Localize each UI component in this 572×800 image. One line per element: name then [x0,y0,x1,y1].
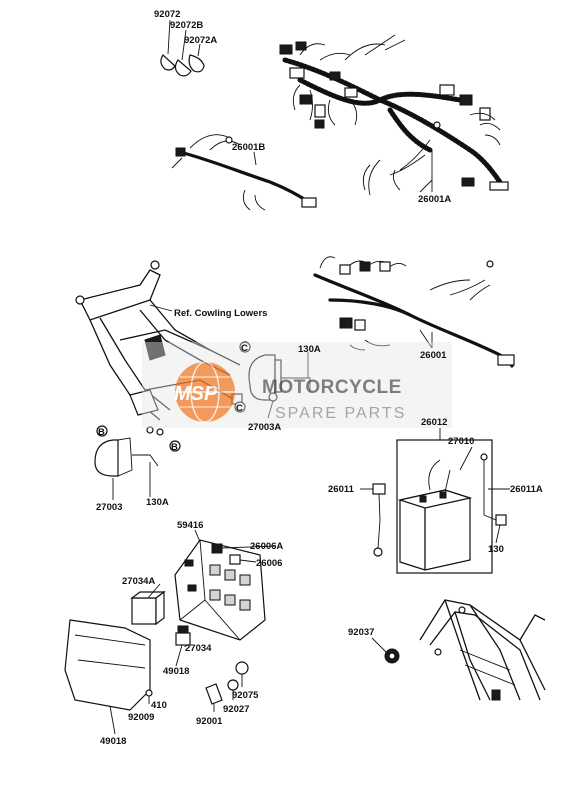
marker-C-lower: C [236,403,243,414]
label-26011: 26011 [328,484,355,495]
horn-27003A [248,354,311,419]
marker-B-left: B [98,427,105,438]
label-27034A: 27034A [122,576,155,587]
label-410: 410 [151,700,167,711]
label-92072A: 92072A [184,35,217,46]
label-27034: 27034 [185,643,212,654]
label-92072B: 92072B [170,20,203,31]
label-ref-cowling-lowers: Ref. Cowling Lowers [174,308,267,319]
label-26011A: 26011A [510,484,543,495]
label-26001: 26001 [420,350,447,361]
cap-set-92072 [160,19,205,77]
label-92009: 92009 [128,712,154,723]
marker-C-upper: C [241,343,248,354]
watermark-subtitle: SPARE PARTS [275,405,406,422]
label-27003: 27003 [96,502,122,513]
battery-cable-26011A [480,453,507,526]
label-27010: 27010 [448,436,474,447]
label-130A-upper: 130A [298,344,321,355]
frame-92037-area [384,599,546,701]
marker-B-right: B [171,442,178,453]
watermark-logo: MSP [174,383,218,405]
sub-harness-26001B [171,134,317,211]
label-49018-mid: 49018 [163,666,189,677]
horn-27003 [94,437,159,495]
relay-27034 [175,625,191,646]
label-26012: 26012 [421,417,447,428]
label-26001B: 26001B [232,142,265,153]
label-92027: 92027 [223,704,249,715]
watermark-title: MOTORCYCLE [262,377,402,398]
label-26006A: 26006A [250,541,283,552]
watermark: MSP MOTORCYCLE SPARE PARTS [142,342,452,428]
label-130A-lower: 130A [146,497,169,508]
label-59416: 59416 [177,520,203,531]
main-harness-26001A [279,34,509,196]
label-92072: 92072 [154,9,180,20]
label-26006: 26006 [256,558,282,569]
small-parts-92075-92027-92001 [205,661,249,712]
label-49018-bottom: 49018 [100,736,126,747]
label-92001: 92001 [196,716,223,727]
label-26001A: 26001A [418,194,451,205]
relay-27034A [130,590,166,626]
marker-circles [96,341,251,452]
battery-cable-26011 [372,483,386,557]
cover-49018 [64,619,153,711]
label-92037: 92037 [348,627,374,638]
battery-27010 [397,459,473,571]
sub-harness-26001 [313,256,515,368]
label-92075: 92075 [232,690,259,701]
battery-assembly-box [396,428,493,574]
fuse-26006 [211,543,241,565]
junction-box-59416 [174,539,266,641]
label-130: 130 [488,544,504,555]
part-labels: 92072 92072B 92072A 26001B 26001A 26001 … [96,9,543,747]
leader-lines [109,151,510,735]
label-27003A: 27003A [248,422,281,433]
